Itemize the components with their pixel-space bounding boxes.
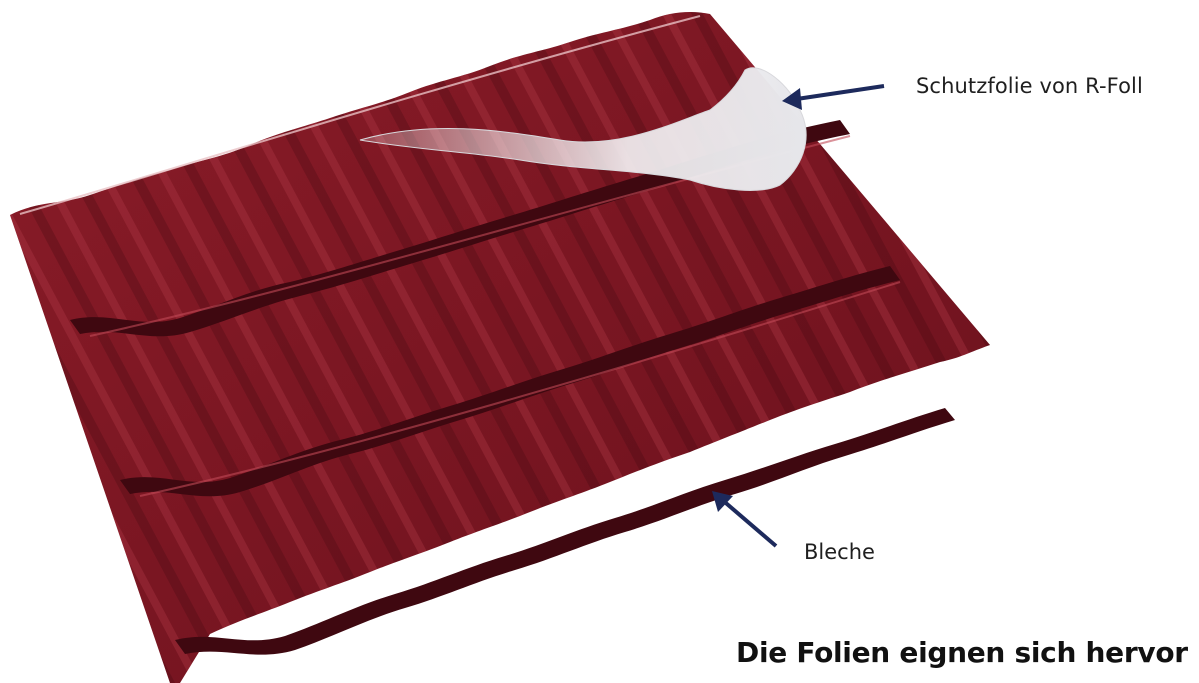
caption-heading: Die Folien eignen sich hervor <box>736 636 1188 669</box>
roof-sheet-ribs <box>10 12 990 683</box>
sheet-annotation-label: Bleche <box>804 540 875 564</box>
foil-annotation-label: Schutzfolie von R-Foll <box>916 74 1143 98</box>
arrow-icon <box>782 86 884 110</box>
arrow-icon <box>712 491 776 546</box>
roof-tile-sheet <box>10 12 990 683</box>
